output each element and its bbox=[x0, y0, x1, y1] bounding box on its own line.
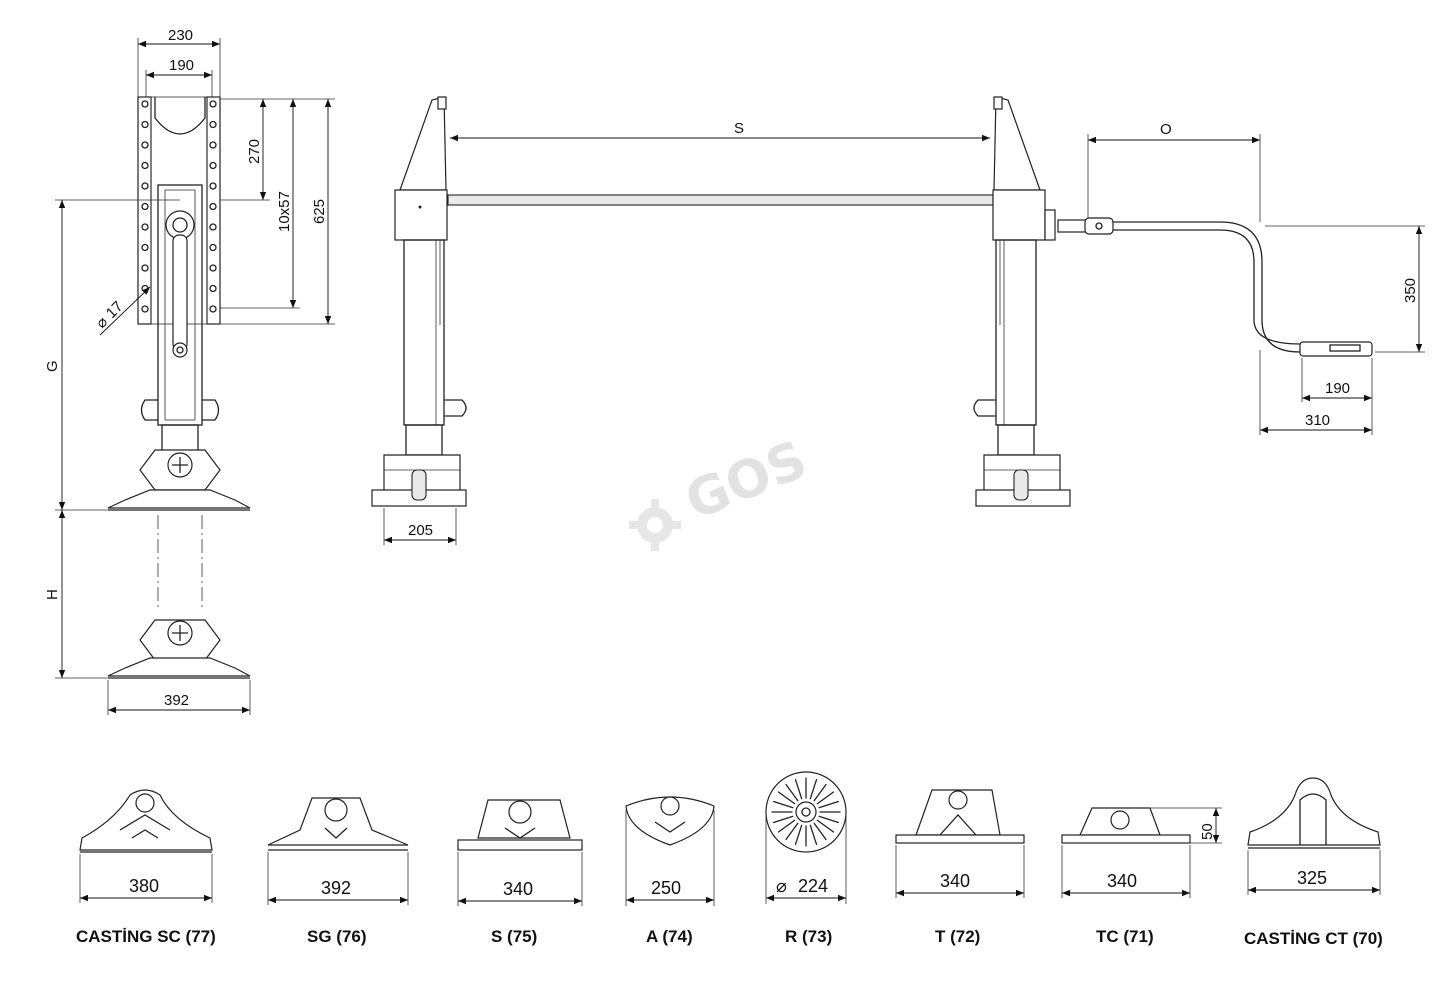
foot-options: 380 CASTİNG SC (77) 392 SG (76) 340 S (7… bbox=[76, 771, 1383, 948]
foot-label: CASTİNG CT (70) bbox=[1244, 929, 1383, 948]
foot-a: 250 A (74) bbox=[625, 796, 715, 946]
foot-label: CASTİNG SC (77) bbox=[76, 927, 216, 946]
r-foot-spoke bbox=[785, 822, 799, 841]
mounting-hole bbox=[141, 161, 149, 170]
front-view-dimensions: S 205 O 350 190 310 bbox=[383, 120, 1425, 545]
foot-label: SG (76) bbox=[307, 927, 367, 946]
mounting-hole bbox=[209, 305, 217, 313]
foot-r: ⌀ 224 R (73) bbox=[765, 771, 847, 946]
dim-handle-grip: 190 bbox=[1325, 380, 1350, 397]
foot-s: 340 S (75) bbox=[457, 799, 583, 946]
mounting-hole bbox=[209, 182, 217, 190]
r-foot-spoke bbox=[794, 824, 803, 845]
dim-front-foot-width: 205 bbox=[408, 522, 433, 539]
side-view-leg bbox=[107, 96, 251, 511]
front-view-right-leg bbox=[973, 96, 1071, 507]
r-foot-spoke bbox=[794, 779, 803, 800]
dim-tc-height: 50 bbox=[1199, 823, 1216, 840]
r-foot-spoke bbox=[785, 783, 799, 802]
foot-value: 392 bbox=[321, 878, 351, 898]
mounting-hole bbox=[209, 264, 217, 272]
mounting-hole bbox=[209, 284, 217, 293]
mounting-hole bbox=[209, 223, 217, 231]
dim-hole-diameter: 17 bbox=[103, 298, 127, 322]
mounting-hole bbox=[141, 100, 149, 108]
front-view-shaft bbox=[447, 194, 994, 206]
foot-value: 325 bbox=[1297, 868, 1327, 888]
diameter-symbol: ⌀ bbox=[776, 876, 787, 896]
r-foot-spoke bbox=[809, 824, 818, 845]
mounting-hole bbox=[141, 141, 149, 149]
foot-value: 250 bbox=[651, 878, 681, 898]
dim-handle-offset: O bbox=[1160, 121, 1172, 138]
r-foot-spoke bbox=[813, 822, 827, 841]
foot-label: T (72) bbox=[935, 927, 980, 946]
mounting-hole bbox=[141, 202, 149, 211]
dim-bracket-height: 625 bbox=[311, 199, 328, 224]
watermark-text: GOS bbox=[677, 430, 815, 532]
foot-value: 224 bbox=[798, 876, 828, 896]
mounting-hole bbox=[209, 141, 217, 149]
r-foot-spoke bbox=[773, 800, 794, 809]
foot-label: S (75) bbox=[491, 927, 537, 946]
foot-value: 340 bbox=[940, 871, 970, 891]
r-foot-spoke bbox=[813, 783, 827, 802]
mounting-hole bbox=[141, 223, 149, 231]
dim-foot-width: 392 bbox=[164, 692, 189, 709]
crank-handle bbox=[1057, 217, 1373, 357]
mounting-hole bbox=[141, 120, 149, 129]
r-foot-spoke bbox=[773, 815, 794, 824]
dim-handle-reach: 310 bbox=[1305, 412, 1330, 429]
side-view-dimensions: 230 190 270 10x57 625 ⌀ 17 G H bbox=[44, 27, 335, 715]
r-foot-spoke bbox=[777, 791, 796, 805]
mounting-hole bbox=[141, 264, 149, 272]
foot-tc: 50 340 TC (71) bbox=[1061, 807, 1222, 946]
mounting-hole bbox=[141, 182, 149, 190]
foot-sg: 392 SG (76) bbox=[267, 797, 409, 946]
mounting-hole bbox=[209, 202, 217, 211]
foot-casting-sc: 380 CASTİNG SC (77) bbox=[76, 789, 216, 946]
front-view-left-leg bbox=[371, 96, 467, 507]
r-foot-spoke bbox=[818, 800, 839, 809]
foot-value: 340 bbox=[503, 879, 533, 899]
dim-hole-pitch: 10x57 bbox=[276, 191, 293, 232]
side-view-extended-foot bbox=[107, 515, 251, 679]
foot-casting-ct: 325 CASTİNG CT (70) bbox=[1244, 777, 1383, 948]
mounting-hole bbox=[209, 120, 217, 129]
mounting-hole bbox=[209, 100, 217, 108]
mounting-hole bbox=[209, 243, 217, 252]
r-foot-spoke bbox=[818, 815, 839, 824]
r-foot-spoke bbox=[816, 819, 835, 833]
mounting-holes-left bbox=[141, 100, 149, 313]
foot-t: 340 T (72) bbox=[895, 789, 1025, 946]
dim-handle-drop: 350 bbox=[1402, 278, 1419, 303]
r-foot-spoke bbox=[809, 779, 818, 800]
dim-inner-width: 190 bbox=[169, 57, 194, 74]
dim-g: G bbox=[44, 360, 61, 372]
r-foot-spoke bbox=[816, 791, 835, 805]
mounting-hole bbox=[141, 305, 149, 313]
foot-value: 380 bbox=[129, 876, 159, 896]
r-foot-spoke bbox=[777, 819, 796, 833]
mounting-hole bbox=[141, 243, 149, 252]
watermark: GOS bbox=[629, 430, 815, 551]
foot-label: TC (71) bbox=[1096, 927, 1154, 946]
foot-label: R (73) bbox=[785, 927, 832, 946]
dim-h: H bbox=[44, 589, 61, 600]
dim-top-width: 230 bbox=[168, 27, 193, 44]
dim-hole-spacing: 270 bbox=[246, 139, 263, 164]
mounting-hole bbox=[209, 161, 217, 170]
mounting-holes-right bbox=[209, 100, 217, 313]
dim-shaft-length: S bbox=[734, 120, 744, 137]
foot-label: A (74) bbox=[646, 927, 693, 946]
foot-value: 340 bbox=[1107, 871, 1137, 891]
